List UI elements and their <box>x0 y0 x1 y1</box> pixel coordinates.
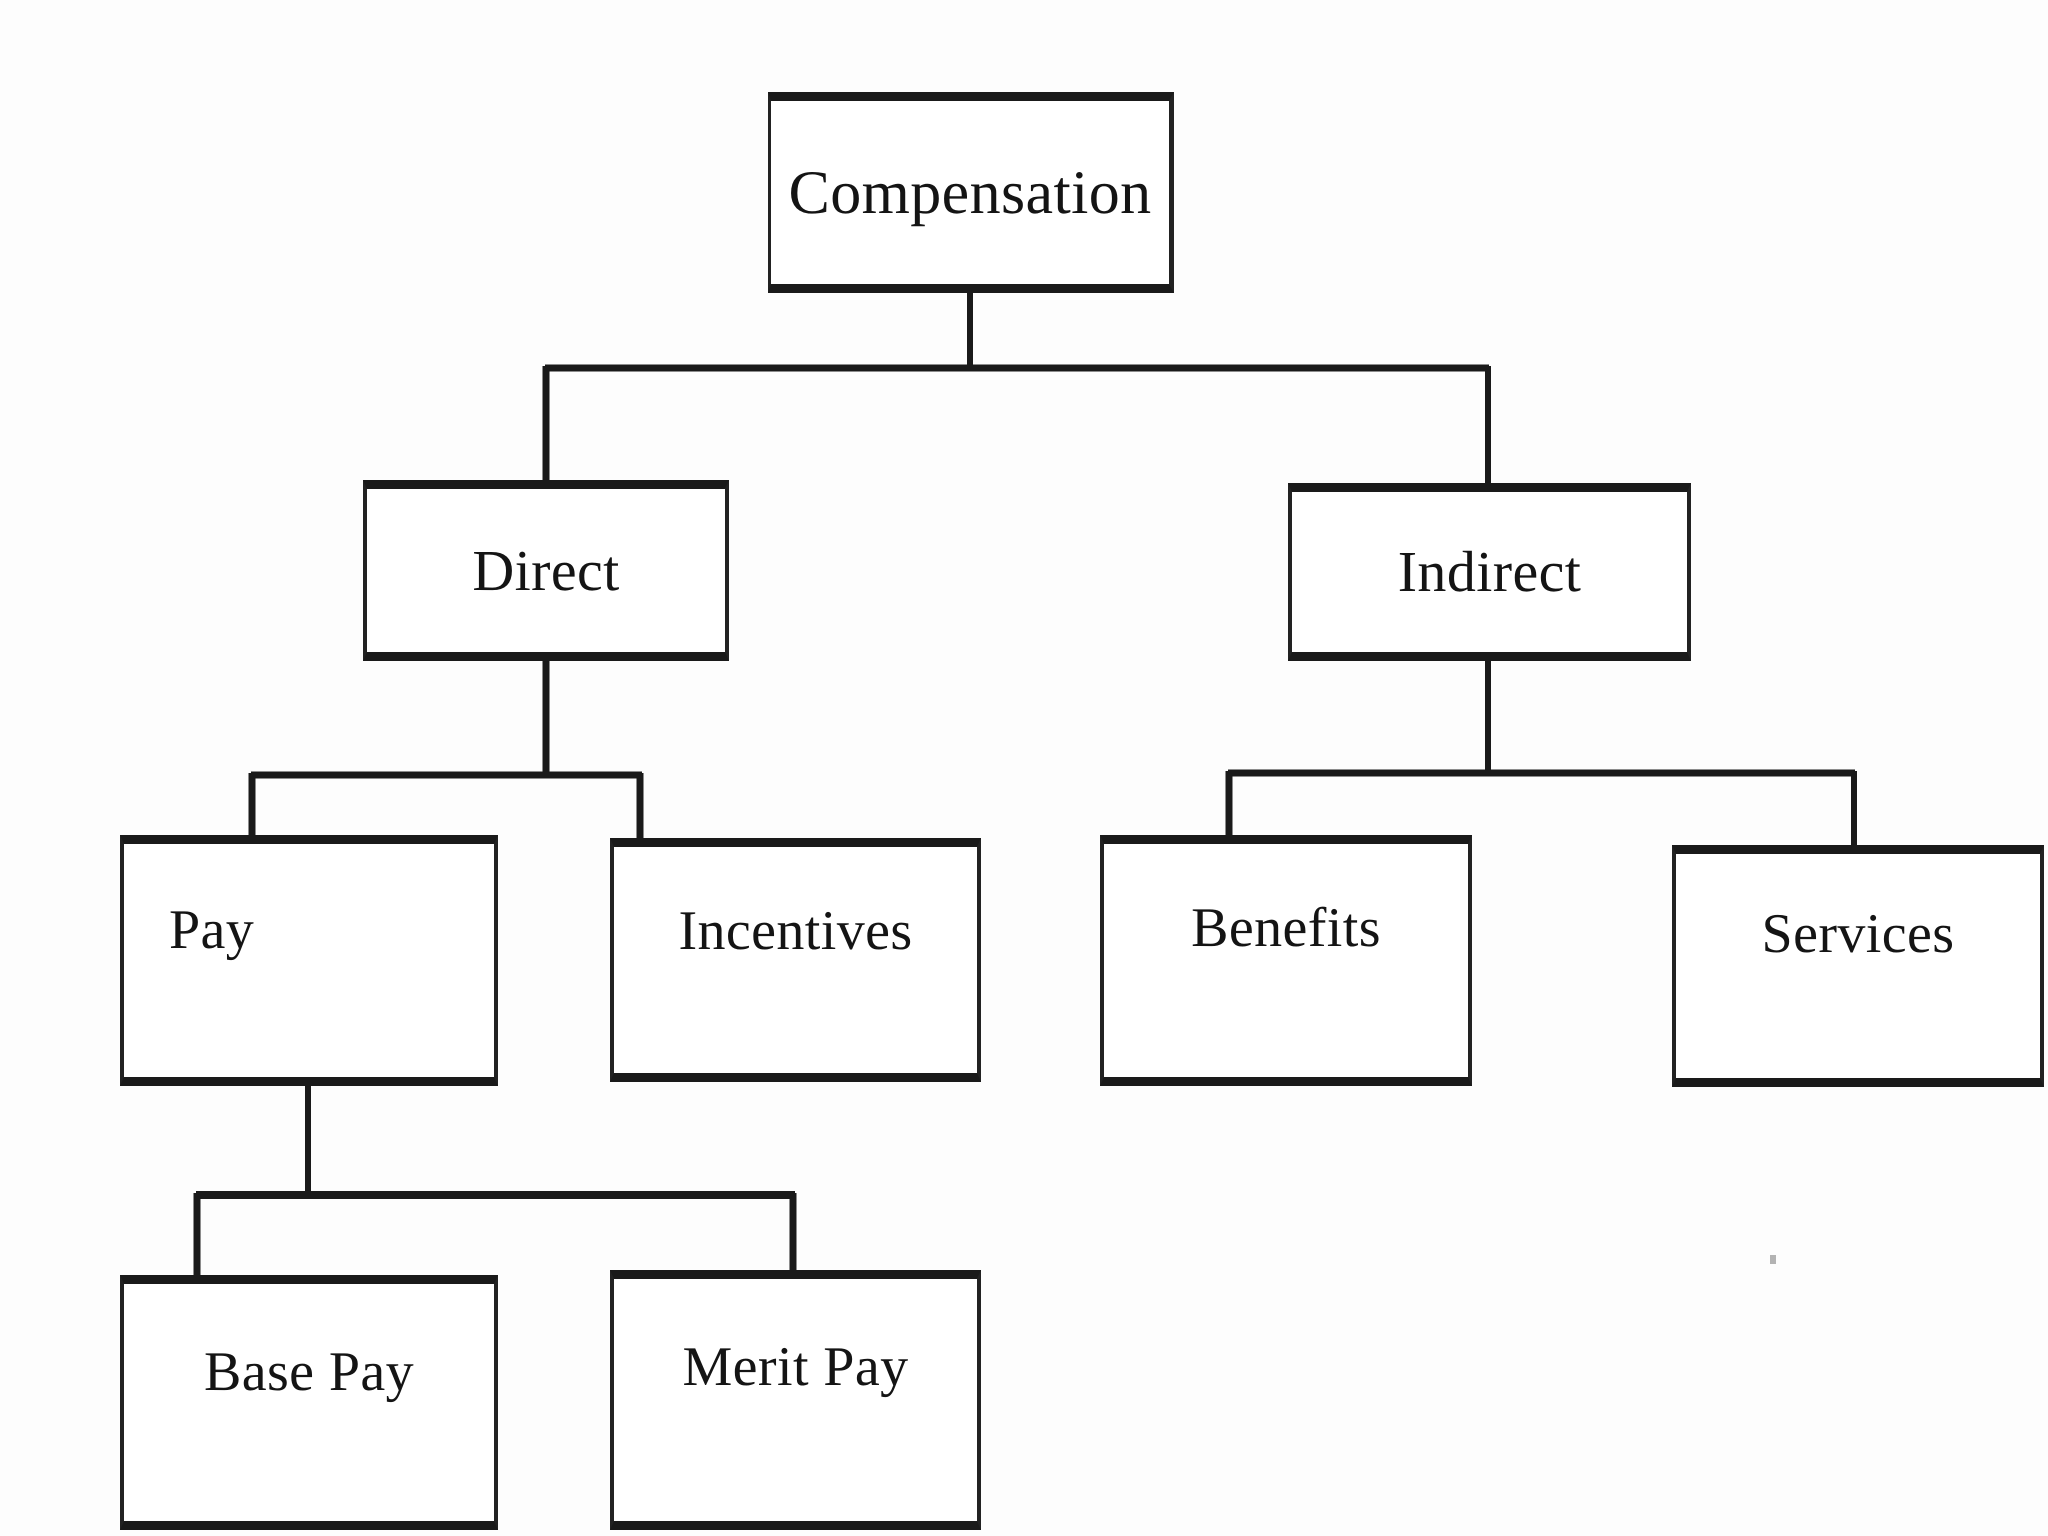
node-direct-label: Direct <box>472 537 620 603</box>
node-merit-pay[interactable]: Merit Pay <box>610 1270 981 1530</box>
node-benefits[interactable]: Benefits <box>1100 835 1472 1086</box>
node-compensation[interactable]: Compensation <box>768 92 1174 293</box>
node-services-label: Services <box>1761 903 1955 965</box>
node-services[interactable]: Services <box>1672 845 2044 1087</box>
node-indirect-label: Indirect <box>1397 539 1582 604</box>
node-base-pay[interactable]: Base Pay <box>120 1275 498 1530</box>
node-incentives[interactable]: Incentives <box>610 838 981 1082</box>
node-base-pay-label: Base Pay <box>203 1341 415 1403</box>
node-benefits-label: Benefits <box>1191 897 1381 959</box>
scan-speck-artifact <box>1770 1255 1776 1264</box>
node-pay[interactable]: Pay <box>120 835 498 1086</box>
node-incentives-label: Incentives <box>678 900 913 962</box>
node-direct[interactable]: Direct <box>363 480 729 661</box>
node-indirect[interactable]: Indirect <box>1288 483 1691 661</box>
node-compensation-label: Compensation <box>788 158 1152 227</box>
node-pay-label: Pay <box>169 899 255 961</box>
node-merit-pay-label: Merit Pay <box>682 1336 909 1398</box>
